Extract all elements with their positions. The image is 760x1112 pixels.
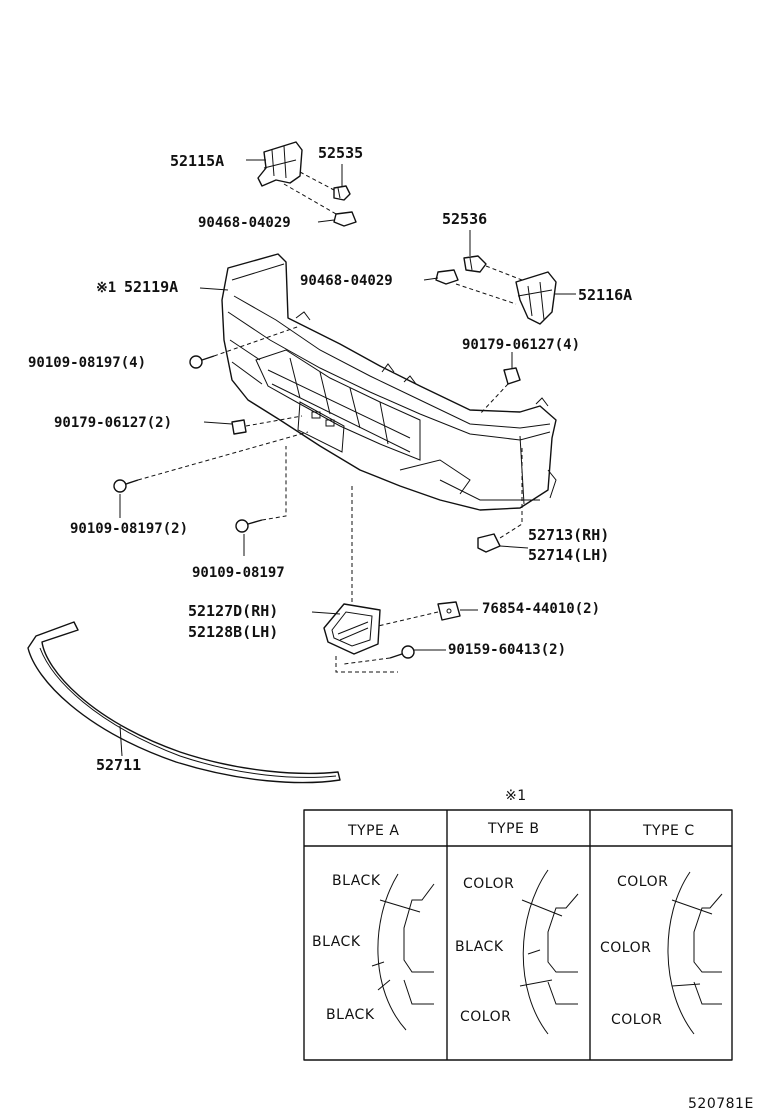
label-52116A: 52116A bbox=[578, 286, 632, 304]
diagram-id: 520781E bbox=[688, 1096, 754, 1112]
type-b-header: TYPE B bbox=[487, 821, 539, 837]
retainer-52713-52714[interactable] bbox=[477, 533, 501, 553]
dash-90109 bbox=[261, 446, 287, 521]
label-52714: 52714(LH) bbox=[528, 546, 609, 564]
label-52535: 52535 bbox=[318, 144, 363, 162]
nut-90468-b[interactable] bbox=[435, 269, 459, 285]
table-note-mark: ※1 bbox=[505, 788, 527, 804]
label-52713: 52713(RH) bbox=[528, 526, 609, 544]
clip-52535[interactable] bbox=[333, 185, 351, 201]
dash-90109-2 bbox=[137, 431, 309, 481]
label-90179-2: 90179-06127(2) bbox=[54, 415, 172, 431]
dash-90468b-52116A bbox=[455, 283, 517, 305]
type-b-top-label: COLOR bbox=[463, 876, 514, 892]
profile-type-b bbox=[519, 869, 579, 1035]
label-52119A: 52119A bbox=[124, 278, 178, 296]
leader-90468a bbox=[317, 219, 335, 223]
type-c-middle-label: COLOR bbox=[600, 940, 651, 956]
dash-52115A-90468a bbox=[283, 183, 337, 215]
dash-52115A-52535 bbox=[299, 171, 335, 191]
type-c-header: TYPE C bbox=[642, 823, 695, 839]
type-b-bottom-label: COLOR bbox=[460, 1009, 511, 1025]
leader-90179-2 bbox=[203, 421, 233, 425]
type-a-top-label: BLACK bbox=[332, 873, 381, 889]
leader-90468b bbox=[423, 277, 439, 281]
label-90109-2: 90109-08197(2) bbox=[70, 521, 188, 537]
fog-cover-52127D-52128B[interactable] bbox=[323, 603, 381, 655]
label-90179-4: 90179-06127(4) bbox=[462, 337, 580, 353]
bracket-52116A[interactable] bbox=[515, 271, 557, 325]
nut-76854[interactable] bbox=[437, 601, 461, 621]
label-52127D: 52127D(RH) bbox=[188, 602, 278, 620]
nut-90468-a[interactable] bbox=[333, 211, 357, 227]
bracket-52115A[interactable] bbox=[257, 141, 303, 187]
label-52711: 52711 bbox=[96, 756, 141, 774]
dash-52536-52116A bbox=[485, 265, 523, 281]
type-a-header: TYPE A bbox=[347, 823, 399, 839]
label-52536: 52536 bbox=[442, 210, 487, 228]
type-c-top-label: COLOR bbox=[617, 874, 668, 890]
label-76854: 76854-44010(2) bbox=[482, 601, 600, 617]
label-90109: 90109-08197 bbox=[192, 565, 285, 581]
clip-90179-4[interactable] bbox=[503, 367, 521, 385]
dash-90179-2 bbox=[245, 415, 303, 427]
label-90109-4: 90109-08197(4) bbox=[28, 355, 146, 371]
label-52115A: 52115A bbox=[170, 152, 224, 170]
dash-90179-4 bbox=[479, 383, 509, 415]
leader-52711 bbox=[119, 725, 123, 757]
screw-90159[interactable] bbox=[389, 645, 415, 659]
type-a-bottom-label: BLACK bbox=[326, 1007, 375, 1023]
label-52128B: 52128B(LH) bbox=[188, 623, 278, 641]
leader-52127D bbox=[311, 611, 341, 615]
profile-type-c bbox=[667, 871, 723, 1035]
bolt-90109-2[interactable] bbox=[113, 479, 139, 493]
label-90468b: 90468-04029 bbox=[300, 273, 393, 289]
type-b-middle-label: BLACK bbox=[455, 939, 504, 955]
clip-52536[interactable] bbox=[463, 255, 487, 273]
bolt-90109-4[interactable] bbox=[189, 355, 215, 369]
bumper-cover-52119A[interactable] bbox=[221, 253, 557, 511]
dash-76854 bbox=[377, 611, 439, 627]
dash-90109-4 bbox=[213, 325, 301, 357]
molding-52711[interactable] bbox=[27, 621, 341, 784]
type-a-middle-label: BLACK bbox=[312, 934, 361, 950]
leader-52713 bbox=[499, 545, 529, 549]
dash-52713 bbox=[499, 448, 523, 539]
type-c-bottom-label: COLOR bbox=[611, 1012, 662, 1028]
clip-90179-2[interactable] bbox=[231, 419, 247, 435]
label-90468a: 90468-04029 bbox=[198, 215, 291, 231]
label-90159: 90159-60413(2) bbox=[448, 642, 566, 658]
profile-type-a bbox=[371, 873, 435, 1031]
bolt-90109[interactable] bbox=[235, 519, 263, 533]
label-52119A-mark: ※1 bbox=[96, 280, 116, 296]
dash-90159 bbox=[335, 656, 398, 673]
type-table bbox=[303, 809, 733, 1061]
